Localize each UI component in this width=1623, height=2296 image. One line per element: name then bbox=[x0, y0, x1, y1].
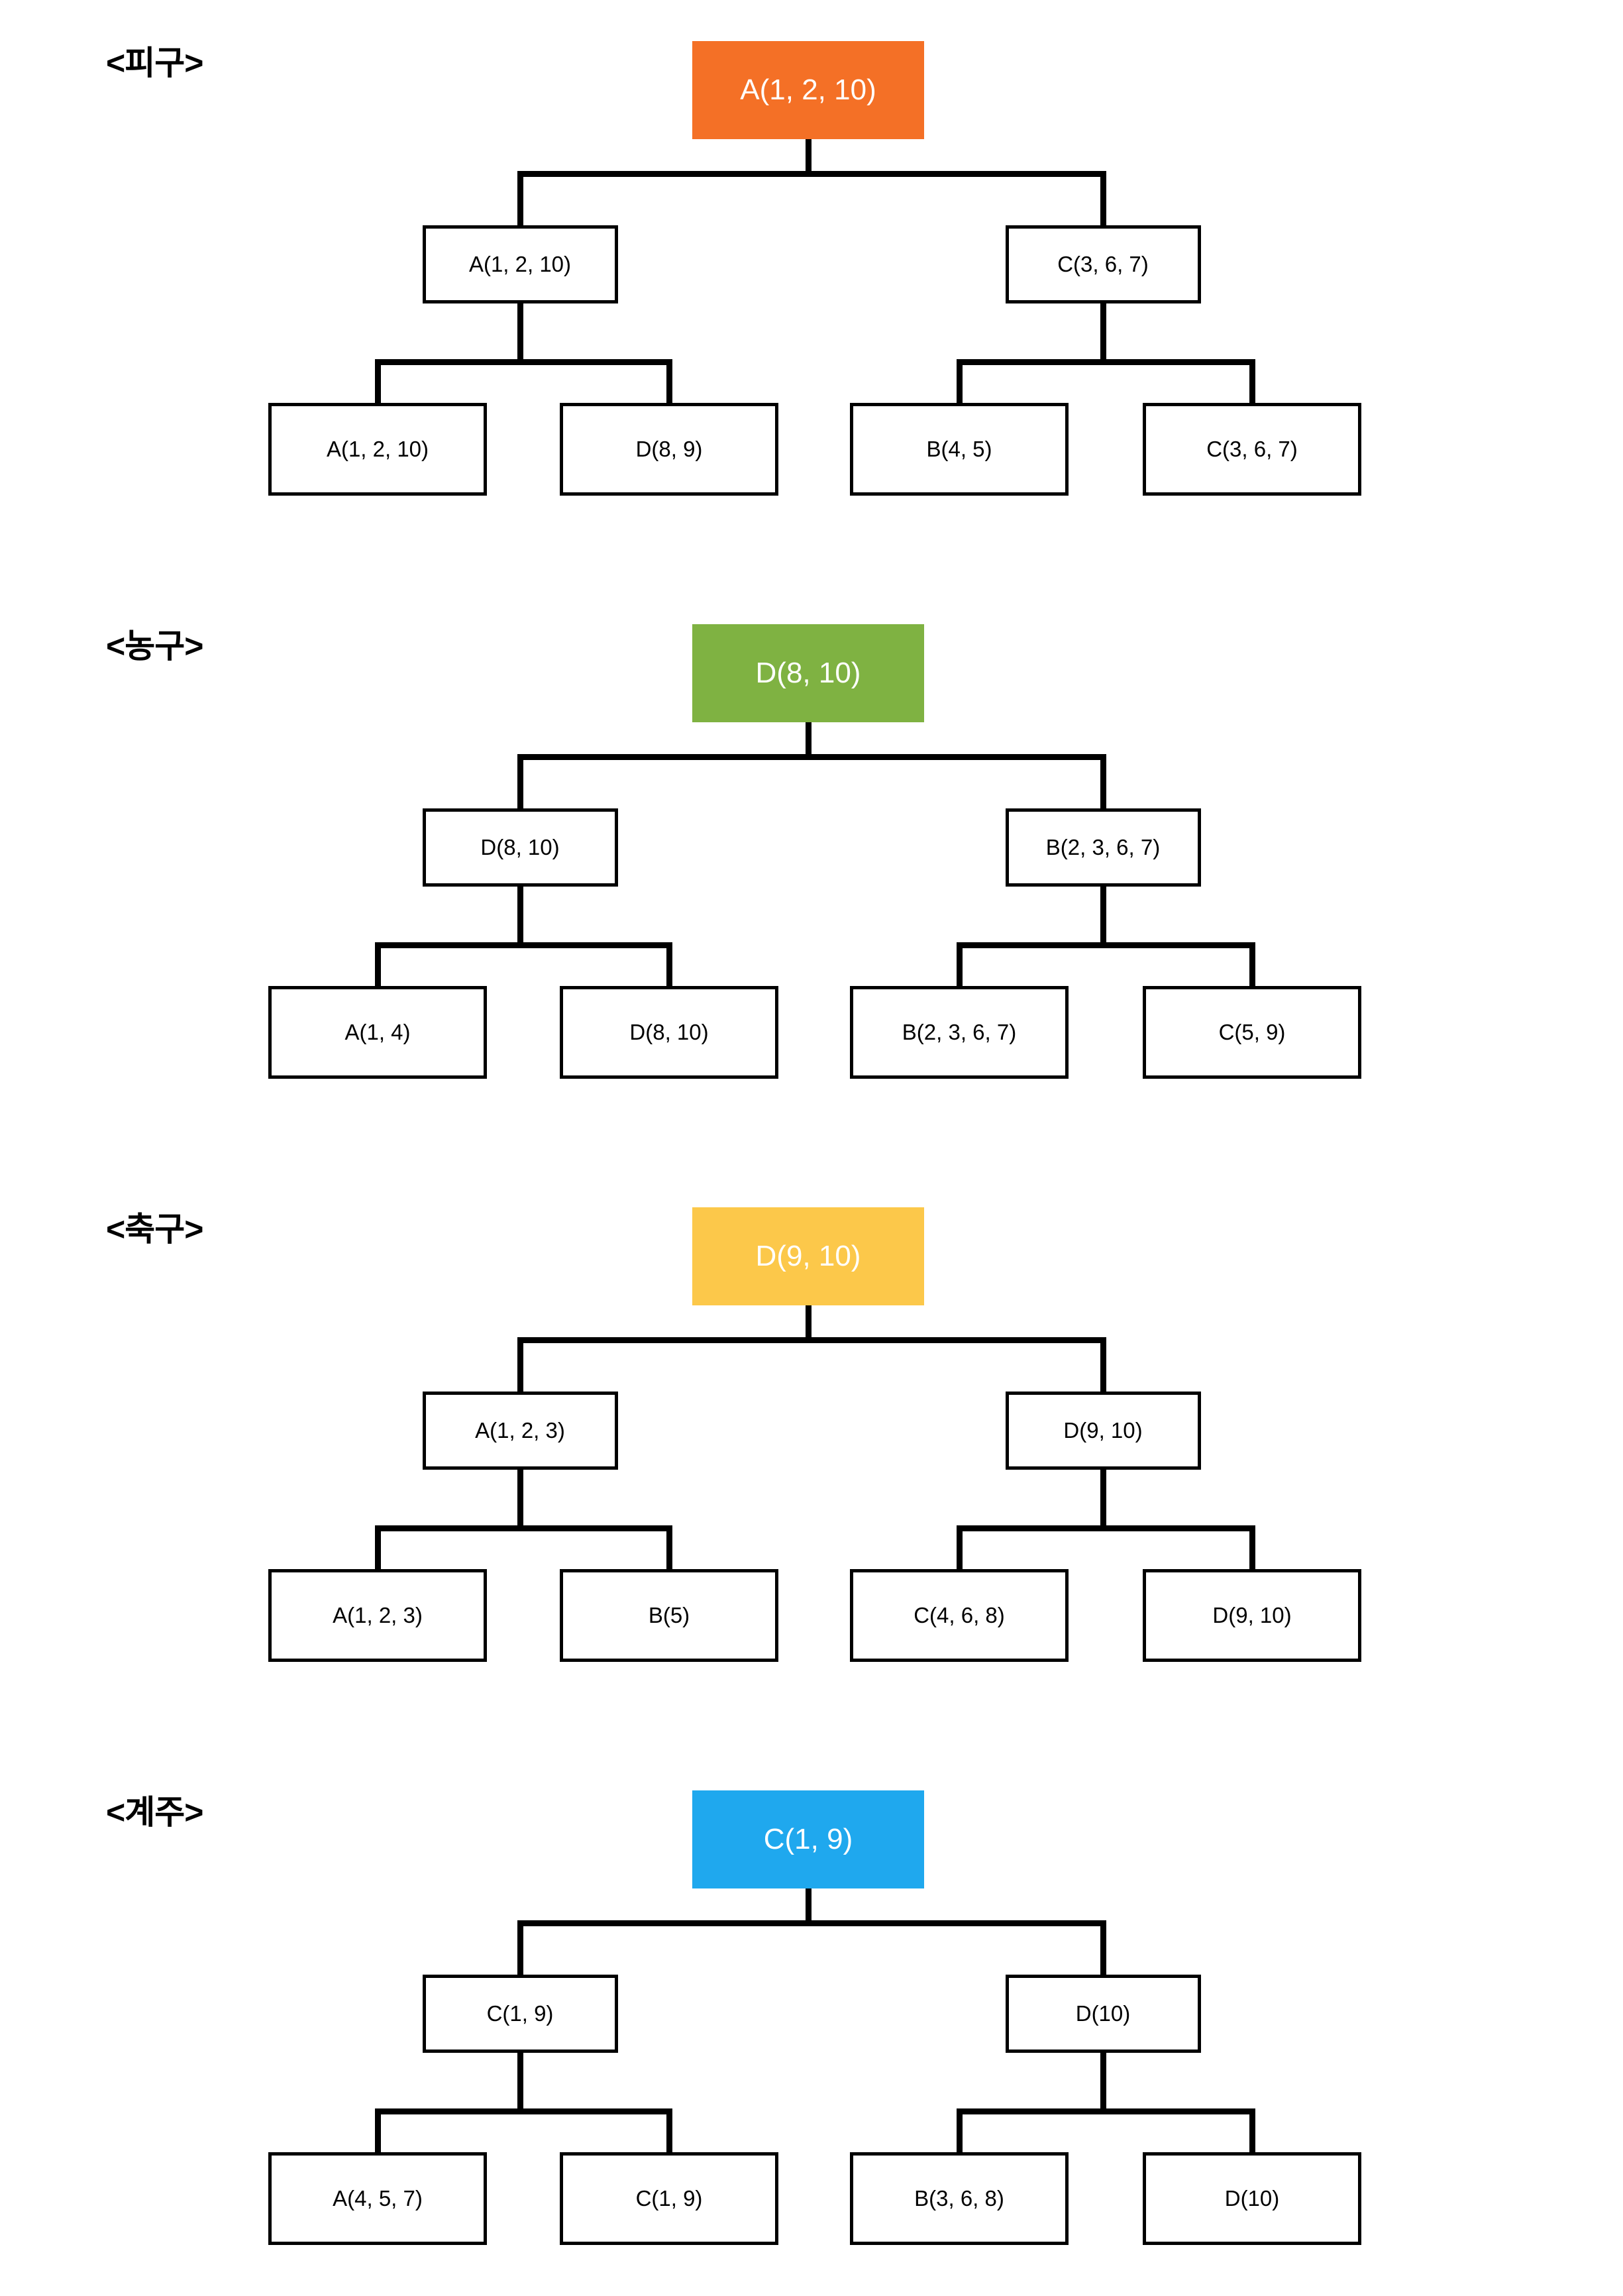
connector-to-leaf-3-soccer bbox=[1249, 1525, 1255, 1569]
connector-root-to-mid-right-basketball bbox=[1100, 754, 1106, 808]
sport-label-relay: <계주> bbox=[106, 1794, 203, 1831]
connector-mid-stem-1-soccer bbox=[1100, 1470, 1106, 1531]
sport-label-basketball: <농구> bbox=[106, 628, 203, 665]
leaf-node-1-dodgeball[interactable]: D(8, 9) bbox=[560, 403, 778, 496]
root-node-basketball[interactable]: D(8, 10) bbox=[692, 624, 924, 722]
connector-root-to-mid-left-relay bbox=[517, 1920, 523, 1975]
leaf-node-2-soccer[interactable]: C(4, 6, 8) bbox=[850, 1569, 1069, 1662]
root-node-soccer[interactable]: D(9, 10) bbox=[692, 1207, 924, 1305]
connector-to-leaf-1-soccer bbox=[666, 1525, 672, 1569]
connector-mid-stem-0-basketball bbox=[517, 887, 523, 948]
connector-to-leaf-0-basketball bbox=[374, 942, 381, 986]
leaf-node-0-basketball[interactable]: A(1, 4) bbox=[268, 986, 487, 1079]
connector-root-bus-relay bbox=[517, 1920, 1106, 1926]
connector-root-stem-dodgeball bbox=[805, 139, 811, 177]
root-node-dodgeball[interactable]: A(1, 2, 10) bbox=[692, 41, 924, 139]
connector-mid-stem-0-dodgeball bbox=[517, 303, 523, 365]
tree-section-soccer: <축구> D(9, 10) A(1, 2, 3) D(9, 10) A(1, 2, 3)… bbox=[0, 1166, 1623, 1696]
leaf-node-3-dodgeball[interactable]: C(3, 6, 7) bbox=[1143, 403, 1361, 496]
tree-section-basketball: <농구> D(8, 10) D(8, 10) B(2, 3, 6, 7) A(1, 4)… bbox=[0, 583, 1623, 1113]
leaf-node-1-soccer[interactable]: B(5) bbox=[560, 1569, 778, 1662]
connector-to-leaf-3-basketball bbox=[1249, 942, 1255, 986]
connector-to-leaf-2-relay bbox=[956, 2108, 963, 2152]
leaf-node-1-relay[interactable]: C(1, 9) bbox=[560, 2152, 778, 2245]
connector-to-leaf-1-dodgeball bbox=[666, 359, 672, 403]
connector-root-bus-basketball bbox=[517, 754, 1106, 760]
mid-node-1-relay[interactable]: D(10) bbox=[1005, 1975, 1201, 2053]
mid-node-0-dodgeball[interactable]: A(1, 2, 10) bbox=[422, 225, 618, 303]
connector-to-leaf-0-relay bbox=[374, 2108, 381, 2152]
root-node-relay[interactable]: C(1, 9) bbox=[692, 1790, 924, 1888]
mid-node-1-basketball[interactable]: B(2, 3, 6, 7) bbox=[1005, 808, 1201, 887]
connector-to-leaf-3-relay bbox=[1249, 2108, 1255, 2152]
leaf-node-3-soccer[interactable]: D(9, 10) bbox=[1143, 1569, 1361, 1662]
leaf-node-2-dodgeball[interactable]: B(4, 5) bbox=[850, 403, 1069, 496]
tree-section-dodgeball: <피구> A(1, 2, 10) A(1, 2, 10) C(3, 6, 7) A(1,… bbox=[0, 0, 1623, 530]
connector-mid-bus-0-soccer bbox=[374, 1525, 672, 1531]
leaf-node-1-basketball[interactable]: D(8, 10) bbox=[560, 986, 778, 1079]
leaf-node-3-relay[interactable]: D(10) bbox=[1143, 2152, 1361, 2245]
connector-to-leaf-2-dodgeball bbox=[956, 359, 963, 403]
connector-mid-bus-1-basketball bbox=[956, 942, 1255, 948]
mid-node-1-soccer[interactable]: D(9, 10) bbox=[1005, 1392, 1201, 1470]
connector-mid-bus-1-dodgeball bbox=[956, 359, 1255, 365]
leaf-node-0-dodgeball[interactable]: A(1, 2, 10) bbox=[268, 403, 487, 496]
connector-to-leaf-1-basketball bbox=[666, 942, 672, 986]
mid-node-0-soccer[interactable]: A(1, 2, 3) bbox=[422, 1392, 618, 1470]
connector-mid-bus-0-dodgeball bbox=[374, 359, 672, 365]
connector-to-leaf-2-soccer bbox=[956, 1525, 963, 1569]
connector-to-leaf-1-relay bbox=[666, 2108, 672, 2152]
connector-mid-stem-0-relay bbox=[517, 2053, 523, 2114]
connector-to-leaf-0-soccer bbox=[374, 1525, 381, 1569]
connector-root-bus-dodgeball bbox=[517, 171, 1106, 177]
connector-root-to-mid-right-dodgeball bbox=[1100, 171, 1106, 225]
connector-root-bus-soccer bbox=[517, 1337, 1106, 1343]
connector-mid-stem-1-relay bbox=[1100, 2053, 1106, 2114]
connector-root-to-mid-right-relay bbox=[1100, 1920, 1106, 1975]
leaf-node-0-relay[interactable]: A(4, 5, 7) bbox=[268, 2152, 487, 2245]
connector-root-stem-relay bbox=[805, 1888, 811, 1926]
sport-label-dodgeball: <피구> bbox=[106, 44, 203, 82]
connector-mid-stem-0-soccer bbox=[517, 1470, 523, 1531]
tree-section-relay: <계주> C(1, 9) C(1, 9) D(10) A(4, 5, 7) C(1, 9)… bbox=[0, 1749, 1623, 2279]
leaf-node-2-relay[interactable]: B(3, 6, 8) bbox=[850, 2152, 1069, 2245]
sport-label-soccer: <축구> bbox=[106, 1211, 203, 1248]
connector-to-leaf-2-basketball bbox=[956, 942, 963, 986]
connector-root-to-mid-left-soccer bbox=[517, 1337, 523, 1392]
connector-root-to-mid-left-basketball bbox=[517, 754, 523, 808]
connector-to-leaf-0-dodgeball bbox=[374, 359, 381, 403]
connector-root-to-mid-right-soccer bbox=[1100, 1337, 1106, 1392]
connector-mid-stem-1-dodgeball bbox=[1100, 303, 1106, 365]
connector-root-stem-soccer bbox=[805, 1305, 811, 1343]
leaf-node-2-basketball[interactable]: B(2, 3, 6, 7) bbox=[850, 986, 1069, 1079]
connector-root-to-mid-left-dodgeball bbox=[517, 171, 523, 225]
mid-node-0-relay[interactable]: C(1, 9) bbox=[422, 1975, 618, 2053]
mid-node-1-dodgeball[interactable]: C(3, 6, 7) bbox=[1005, 225, 1201, 303]
connector-mid-bus-0-basketball bbox=[374, 942, 672, 948]
connector-root-stem-basketball bbox=[805, 722, 811, 760]
connector-mid-bus-1-relay bbox=[956, 2108, 1255, 2114]
leaf-node-0-soccer[interactable]: A(1, 2, 3) bbox=[268, 1569, 487, 1662]
connector-mid-bus-0-relay bbox=[374, 2108, 672, 2114]
mid-node-0-basketball[interactable]: D(8, 10) bbox=[422, 808, 618, 887]
leaf-node-3-basketball[interactable]: C(5, 9) bbox=[1143, 986, 1361, 1079]
connector-mid-bus-1-soccer bbox=[956, 1525, 1255, 1531]
connector-to-leaf-3-dodgeball bbox=[1249, 359, 1255, 403]
connector-mid-stem-1-basketball bbox=[1100, 887, 1106, 948]
